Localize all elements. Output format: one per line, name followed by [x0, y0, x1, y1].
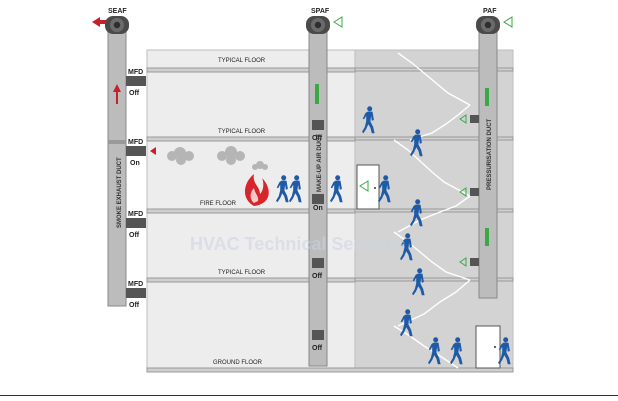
smoke-cloud-icon	[167, 146, 268, 170]
watermark: HVAC Technical Services	[190, 234, 405, 254]
paf-label: PAF	[483, 8, 497, 15]
intake-arrow-icon	[503, 16, 513, 28]
exhaust-arrow-icon	[92, 17, 100, 27]
makeup-damper-ground: Off	[312, 330, 324, 352]
spaf-label: SPAF	[311, 8, 330, 15]
svg-text:Off: Off	[312, 345, 323, 352]
seaf-label: SEAF	[108, 8, 127, 15]
intake-arrow-icon	[333, 16, 343, 28]
exhaust-flow-arrow-icon	[113, 84, 121, 104]
svg-text:Off: Off	[312, 273, 323, 280]
door-airflow-arrow-icon	[359, 180, 369, 192]
mfd-top: MFD Off	[126, 69, 146, 97]
exit-door-ground-floor	[475, 325, 501, 369]
floor-label-third: TYPICAL FLOOR	[218, 270, 266, 276]
fan-icon	[476, 16, 500, 34]
pressurisation-outlets	[459, 114, 479, 267]
staircase	[393, 52, 471, 369]
mfd-label: MFD	[128, 281, 143, 288]
mfd-label: MFD	[128, 139, 143, 146]
mfd-label: MFD	[128, 211, 143, 218]
mfd-third: MFD Off	[126, 281, 146, 309]
mfd-fire: MFD Off	[126, 211, 146, 239]
bottom-rule	[0, 395, 618, 396]
smoke-exhaust-duct-label: SMOKE EXHAUST DUCT	[117, 157, 123, 228]
svg-text:Off: Off	[312, 135, 323, 142]
svg-text:On: On	[313, 205, 323, 212]
seaf-fan: SEAF	[92, 8, 129, 34]
mfd-state: Off	[129, 90, 140, 97]
fan-icon	[306, 16, 330, 34]
mfd-state: Off	[129, 302, 140, 309]
fan-icon	[105, 16, 129, 34]
paf-fan: PAF	[476, 8, 513, 34]
make-up-air-duct-label: MAKE-UP AIR DUCT	[317, 134, 323, 192]
spaf-fan: SPAF	[306, 8, 343, 34]
floor-label-ground: GROUND FLOOR	[213, 360, 263, 366]
exhaust-arrow-icon	[150, 147, 156, 155]
floor-label-top: TYPICAL FLOOR	[218, 58, 266, 64]
supply-arrow-icon	[315, 84, 319, 104]
mfd-label: MFD	[128, 69, 143, 76]
makeup-damper-top: Off	[312, 120, 324, 142]
pressurisation-duct: PRESSURISATION DUCT	[478, 29, 498, 299]
makeup-damper-fire: On	[312, 194, 324, 212]
floor-slabs	[146, 67, 514, 373]
mfd-state: On	[130, 160, 140, 167]
pressurisation-duct-label: PRESSURISATION DUCT	[487, 118, 493, 190]
makeup-damper-third: Off	[312, 258, 324, 280]
mfd-state: Off	[129, 232, 140, 239]
floor-label-fire: FIRE FLOOR	[200, 201, 237, 207]
mfd-second: MFD On	[126, 139, 156, 167]
floor-label-second: TYPICAL FLOOR	[218, 129, 266, 135]
fire-icon	[244, 174, 269, 206]
smoke-exhaust-duct: SMOKE EXHAUST DUCT	[107, 29, 127, 307]
